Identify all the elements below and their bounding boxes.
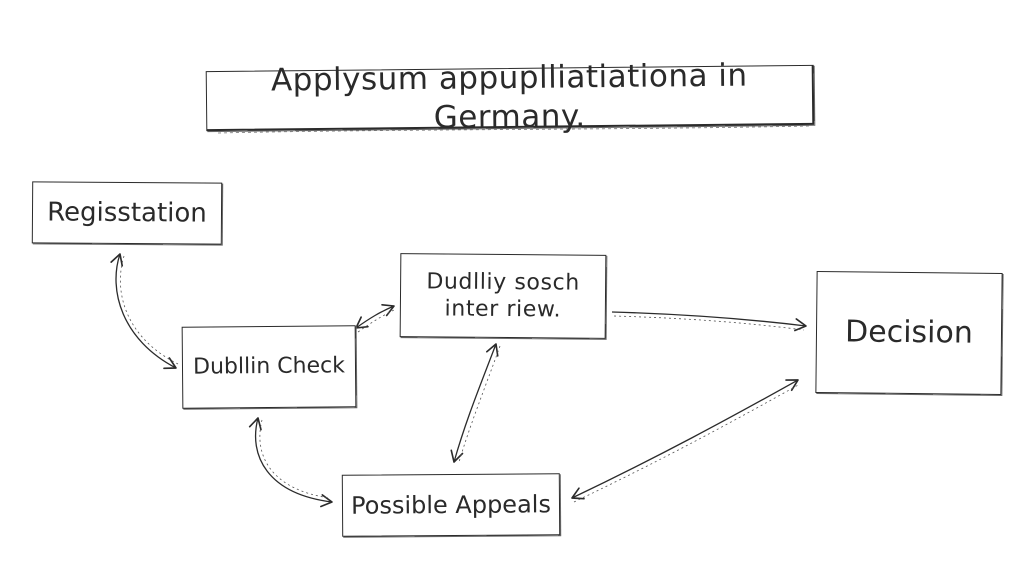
connector-interview-appeals [450, 343, 501, 463]
connector-registration-dublin [110, 253, 179, 370]
node-decision-label: Decision [844, 314, 974, 351]
node-registration-label: Regisstation [47, 197, 207, 229]
connector-interview-decision [611, 311, 807, 332]
node-possible-appeals: Possible Appeals [341, 473, 561, 537]
node-decision: Decision [815, 271, 1003, 395]
node-registration: Regisstation [31, 181, 223, 245]
node-dublin-check-label: Dubllin Check [192, 353, 346, 380]
connector-dublin-interview [355, 303, 395, 333]
node-possible-appeals-label: Possible Appeals [350, 490, 552, 520]
node-interview-label: Dudlliy sosch inter riew. [426, 268, 580, 323]
node-dublin-check: Dubllin Check [181, 325, 357, 409]
node-interview: Dudlliy sosch inter riew. [399, 253, 607, 339]
diagram-title-text: Applysum appuplliatiationa in Germany. [270, 57, 748, 136]
connector-dublin-appeals [248, 417, 333, 508]
diagram-title: Applysum appuplliatiationa in Germany. [205, 57, 815, 135]
connector-appeals-decision [571, 379, 801, 503]
title-underline [217, 125, 811, 134]
